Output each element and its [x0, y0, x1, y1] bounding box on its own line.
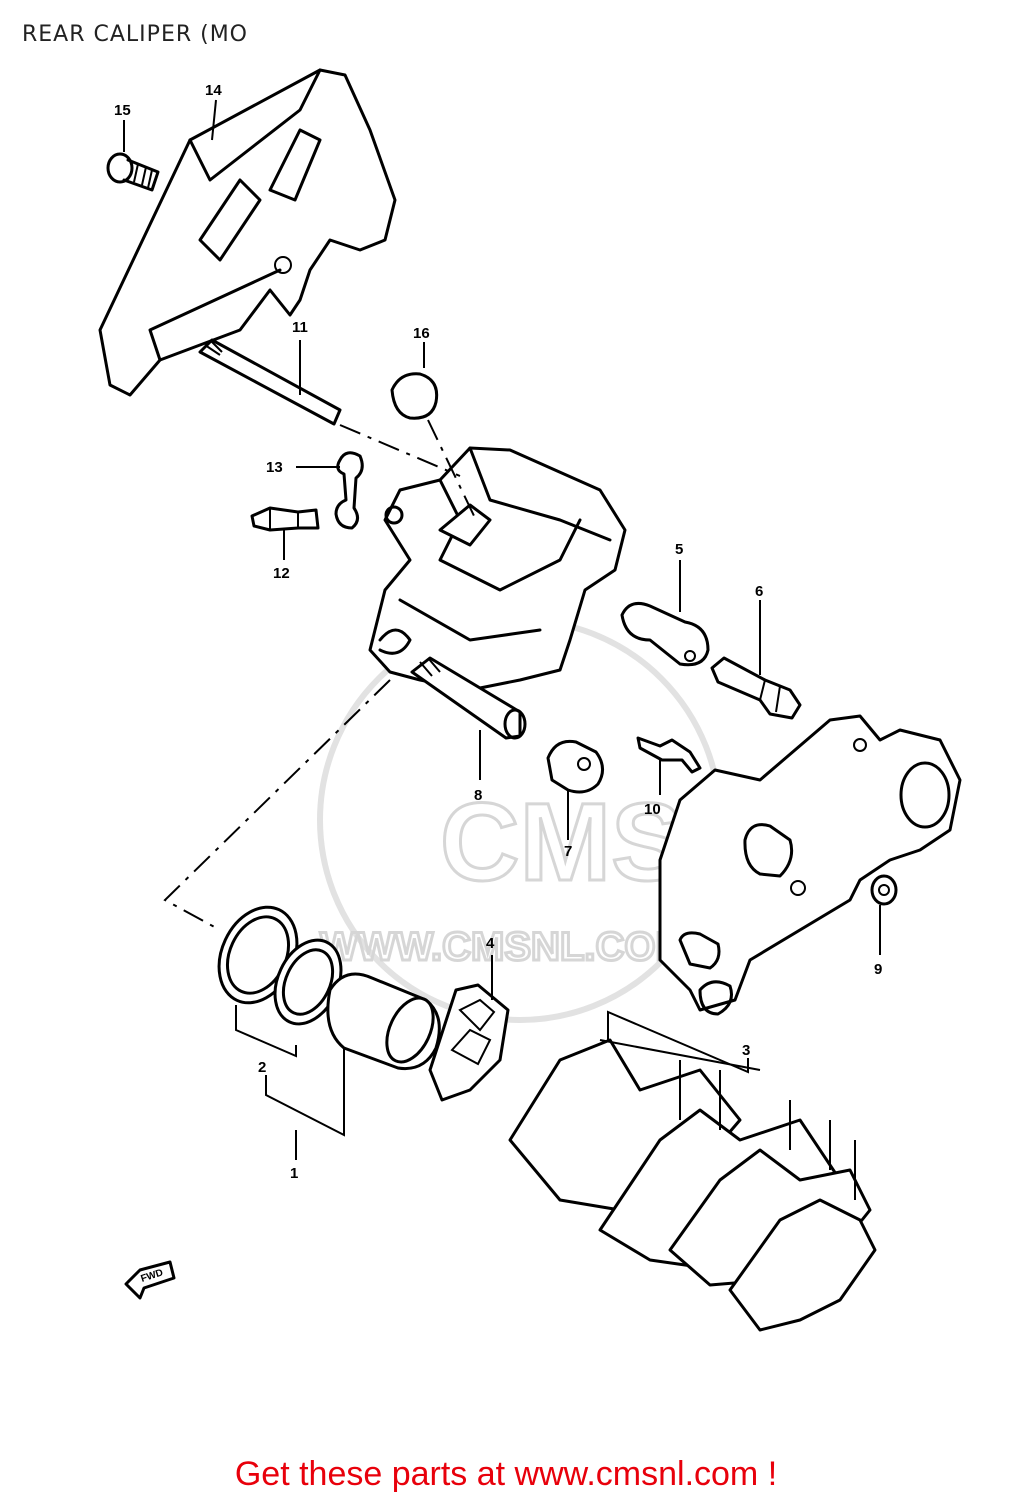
- watermark: CMS WWW.CMSNL.COM: [317, 617, 723, 1023]
- part-5-sleeve[interactable]: [620, 602, 710, 667]
- callout-6: 6: [755, 583, 763, 600]
- part-7-boot[interactable]: [546, 739, 604, 794]
- part-3-brake-pads[interactable]: [508, 1038, 877, 1332]
- part-11-slide-pin[interactable]: [198, 338, 342, 426]
- watermark-url-text: WWW.CMSNL.COM: [320, 925, 689, 969]
- callout-3: 3: [742, 1042, 750, 1059]
- part-9-bushing[interactable]: [870, 874, 898, 906]
- caliper-bracket[interactable]: [658, 714, 962, 1016]
- callout-13: 13: [266, 459, 283, 476]
- part-6-bolt[interactable]: [710, 656, 802, 720]
- callout-12: 12: [273, 565, 290, 582]
- part-14-guard-plate[interactable]: [98, 68, 397, 397]
- forward-direction-arrow: FWD: [124, 1260, 176, 1300]
- callout-5: 5: [675, 541, 683, 558]
- part-8-slide-pin[interactable]: [410, 656, 527, 740]
- callout-labels: 14 15 11 16 13 12 5 6 8 7 10 9 4 3 2 1: [114, 82, 882, 1182]
- callout-14: 14: [205, 82, 222, 99]
- footer-link[interactable]: Get these parts at www.cmsnl.com !: [234, 1455, 778, 1493]
- leader-lines: [123, 99, 881, 1160]
- callout-10: 10: [644, 801, 661, 818]
- part-10-spring[interactable]: [636, 736, 702, 774]
- callout-4: 4: [486, 935, 495, 952]
- callout-2: 2: [258, 1059, 266, 1076]
- callout-11: 11: [292, 319, 308, 336]
- part-13-clip[interactable]: [334, 451, 364, 530]
- callout-15: 15: [114, 102, 131, 119]
- callout-1: 1: [290, 1165, 298, 1182]
- caliper-body[interactable]: [368, 446, 627, 692]
- page-title: REAR CALIPER (MO: [22, 22, 248, 47]
- part-4-shim[interactable]: [428, 983, 510, 1102]
- callout-9: 9: [874, 961, 882, 978]
- callout-8: 8: [474, 787, 482, 804]
- part-2-piston-seals[interactable]: [204, 894, 354, 1034]
- part-15-bolt[interactable]: [106, 152, 160, 192]
- part-16-cap[interactable]: [390, 372, 439, 420]
- callout-16: 16: [413, 325, 430, 342]
- part-1-piston[interactable]: [326, 972, 443, 1071]
- part-12-bleeder-valve[interactable]: [250, 506, 320, 532]
- watermark-logo-text: CMS: [440, 781, 684, 904]
- callout-7: 7: [564, 843, 572, 860]
